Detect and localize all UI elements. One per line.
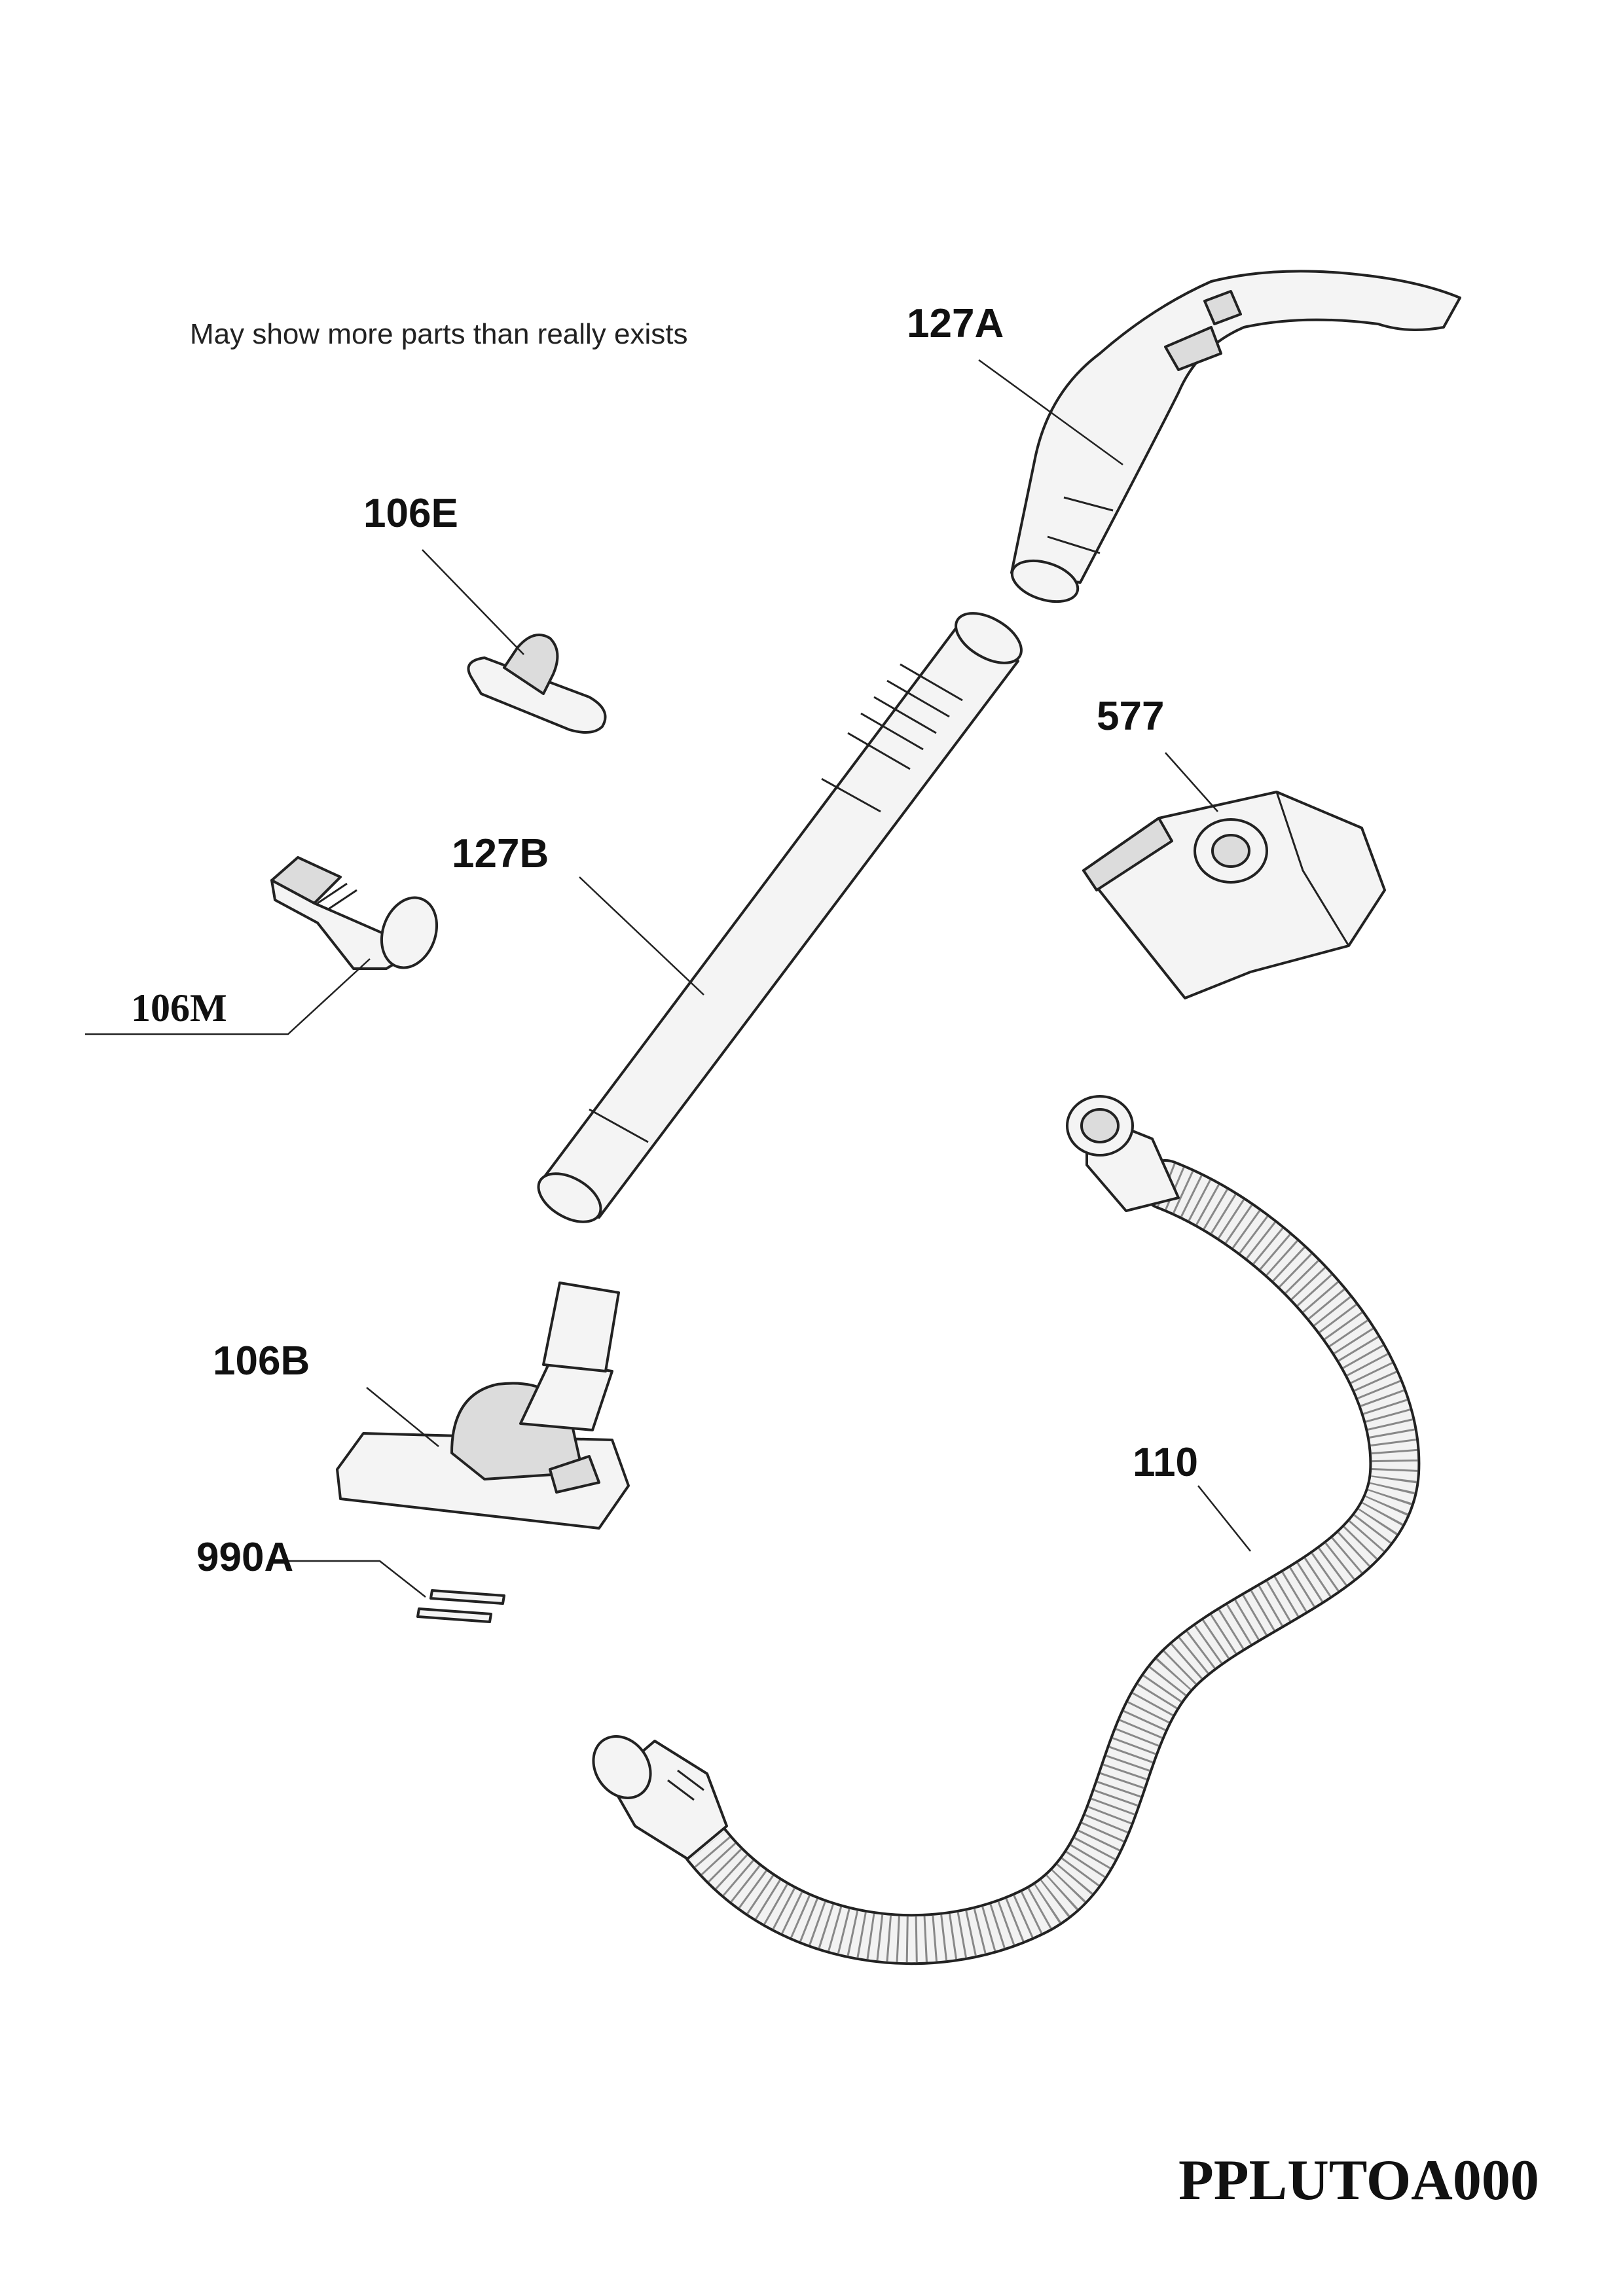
leader-577 [1165, 752, 1218, 812]
leader-106b [366, 1387, 439, 1447]
label-127b[interactable]: 127B [452, 831, 549, 876]
part-990a-bristle-strips[interactable] [416, 1589, 505, 1623]
part-577-dust-bag[interactable] [1082, 791, 1386, 999]
leader-110 [1197, 1485, 1251, 1552]
label-127a[interactable]: 127A [907, 301, 1004, 346]
part-110-flexible-hose[interactable] [582, 1095, 1421, 1965]
label-990a[interactable]: 990A [196, 1535, 293, 1580]
leader-990a [288, 1560, 426, 1598]
leader-127b [579, 876, 704, 996]
part-106b-floor-nozzle[interactable] [336, 1282, 630, 1530]
label-106m[interactable]: 106M [131, 986, 227, 1030]
leader-127a [978, 359, 1123, 466]
part-106e-upholstery-nozzle[interactable] [467, 634, 607, 734]
disclaimer-note: May show more parts than really exists [190, 318, 688, 350]
part-127b-telescopic-tube[interactable] [530, 603, 1030, 1232]
label-106b[interactable]: 106B [213, 1338, 310, 1384]
label-110[interactable]: 110 [1133, 1440, 1198, 1485]
diagram-code: PPLUTOA000 [1178, 2149, 1539, 2212]
leader-106e [422, 549, 524, 655]
leader-106m [85, 958, 371, 1035]
part-106m-crevice-tool[interactable] [270, 856, 446, 975]
label-106e[interactable]: 106E [363, 491, 458, 536]
part-127a-handle-tube[interactable] [1007, 270, 1461, 609]
label-577[interactable]: 577 [1097, 694, 1164, 739]
